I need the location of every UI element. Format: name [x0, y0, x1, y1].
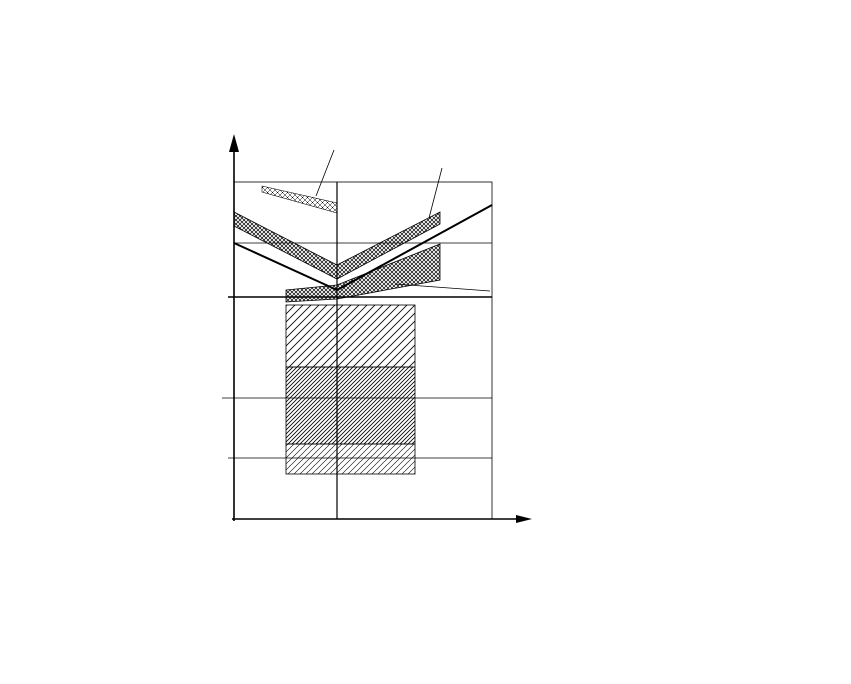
v-band-upper — [233, 211, 441, 280]
leader-band-small — [315, 149, 335, 197]
v-band-lower — [285, 243, 441, 303]
band-small-top — [261, 185, 338, 214]
level-reference-line — [394, 283, 491, 292]
zone-block-top — [285, 304, 416, 368]
y-axis-arrow-icon — [229, 134, 239, 152]
x-axis-arrow-icon — [516, 515, 532, 523]
leaders — [315, 149, 443, 219]
zone-blocks — [285, 304, 416, 475]
curve-left-line — [233, 242, 338, 291]
zone-block-bottom — [285, 443, 416, 475]
axes — [229, 134, 532, 523]
zone-block-middle — [285, 366, 416, 445]
curves — [233, 185, 493, 303]
leader-v-band — [428, 167, 443, 219]
curve-right-line — [336, 204, 493, 291]
